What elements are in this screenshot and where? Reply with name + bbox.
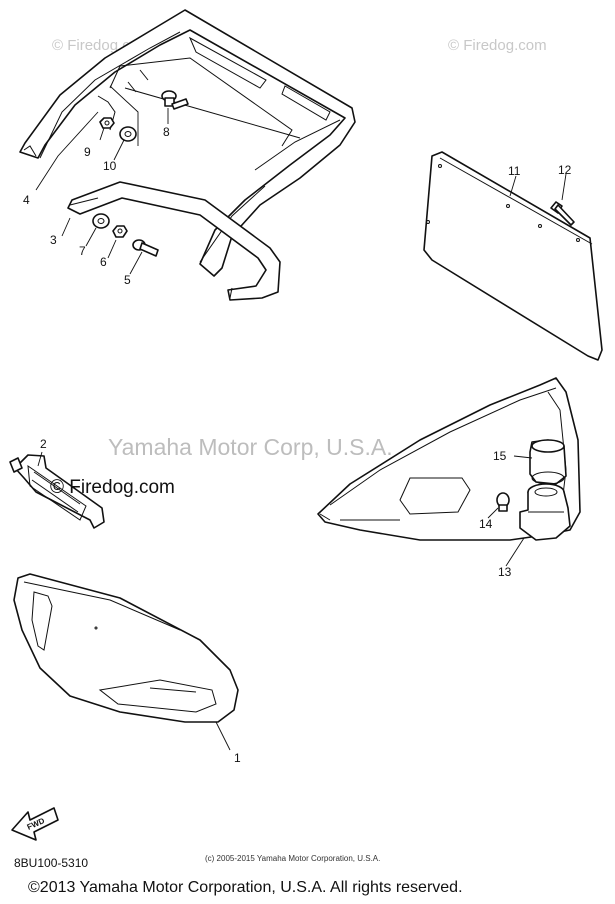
fwd-arrow-icon: FWD xyxy=(11,807,59,841)
part-4-carrier xyxy=(19,9,356,277)
leader-lines xyxy=(35,85,567,751)
callout-11: 11 xyxy=(508,164,521,178)
callout-5: 5 xyxy=(124,273,131,287)
part-10-washer xyxy=(119,126,137,142)
callout-6: 6 xyxy=(100,255,107,269)
part-number: 8BU100-5310 xyxy=(14,856,89,870)
part-9-nut xyxy=(99,117,115,129)
watermark-mid-left: © Firedog.com xyxy=(50,477,175,498)
watermark-center: Yamaha Motor Corp, U.S.A. xyxy=(108,434,393,460)
callout-9: 9 xyxy=(84,145,91,159)
copyright-notice: ©2013 Yamaha Motor Corporation, U.S.A. A… xyxy=(28,879,463,896)
small-copyright: (c) 2005-2015 Yamaha Motor Corporation, … xyxy=(205,854,380,863)
callout-1: 1 xyxy=(234,751,241,765)
part-1-cover xyxy=(13,573,239,723)
part-5-bolt xyxy=(132,239,159,257)
callouts: 1 2 3 4 5 6 7 8 9 10 11 12 13 14 15 xyxy=(23,125,572,765)
callout-14: 14 xyxy=(479,517,493,531)
callout-7: 7 xyxy=(79,244,86,258)
callout-3: 3 xyxy=(50,233,57,247)
callout-4: 4 xyxy=(23,193,30,207)
part-14-bulb xyxy=(496,492,510,512)
callout-8: 8 xyxy=(163,125,170,139)
part-2-reflector xyxy=(9,454,105,529)
part-13-socket xyxy=(519,483,571,541)
callout-12: 12 xyxy=(558,163,572,177)
watermark-top-right: © Firedog.com xyxy=(448,37,547,54)
part-3-bracket xyxy=(67,181,281,301)
part-12-screw xyxy=(550,201,575,226)
callout-13: 13 xyxy=(498,565,512,579)
callout-10: 10 xyxy=(103,159,117,173)
part-8-bolt xyxy=(161,90,189,110)
part-11-panel xyxy=(423,151,603,361)
part-7-washer xyxy=(92,213,110,229)
callout-15: 15 xyxy=(493,449,507,463)
callout-2: 2 xyxy=(40,437,47,451)
part-6-nut xyxy=(112,225,128,238)
part-15-grommet xyxy=(529,439,567,485)
